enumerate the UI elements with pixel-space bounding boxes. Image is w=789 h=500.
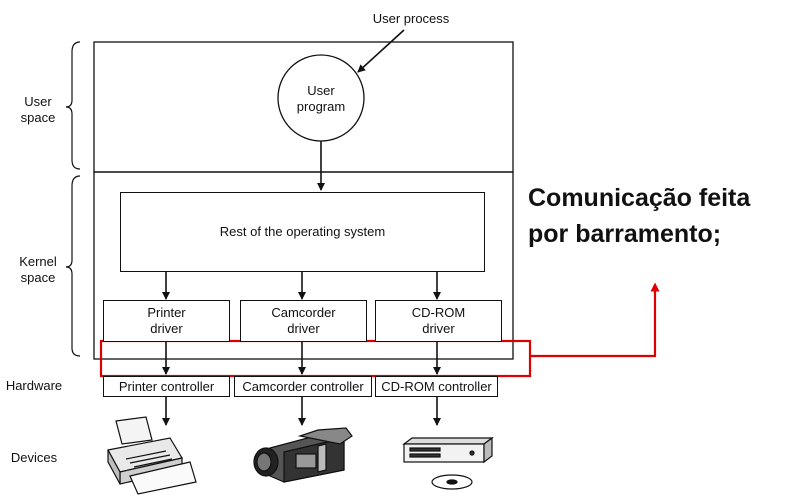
- cdrom-controller-box: CD-ROM controller: [375, 376, 498, 397]
- cdrom-drive-icon: [402, 436, 494, 490]
- printer-controller-box: Printer controller: [103, 376, 230, 397]
- kernel-space-brace: [65, 175, 81, 357]
- devices-label: Devices: [10, 450, 58, 465]
- printer-driver-box: Printer driver: [103, 300, 230, 342]
- bus-callout-arrow: [530, 282, 660, 358]
- user-process-arrow: [357, 29, 405, 73]
- kernel-space-box: [93, 171, 514, 360]
- user-space-label: User space: [20, 94, 56, 125]
- bus-annotation: Comunicação feita por barramento;: [528, 184, 751, 248]
- os-rest-box: Rest of the operating system: [120, 192, 485, 272]
- user-program-label: User program: [296, 83, 346, 114]
- cdrom-driver-box: CD-ROM driver: [375, 300, 502, 342]
- camcorder-controller-box: Camcorder controller: [234, 376, 372, 397]
- camcorder-icon: [253, 427, 353, 483]
- kernel-space-label: Kernel space: [19, 254, 57, 285]
- camcorder-driver-box: Camcorder driver: [240, 300, 367, 342]
- hardware-label: Hardware: [5, 378, 63, 393]
- user-process-label: User process: [372, 11, 450, 26]
- user-space-brace: [65, 41, 81, 170]
- printer-icon: [107, 416, 197, 495]
